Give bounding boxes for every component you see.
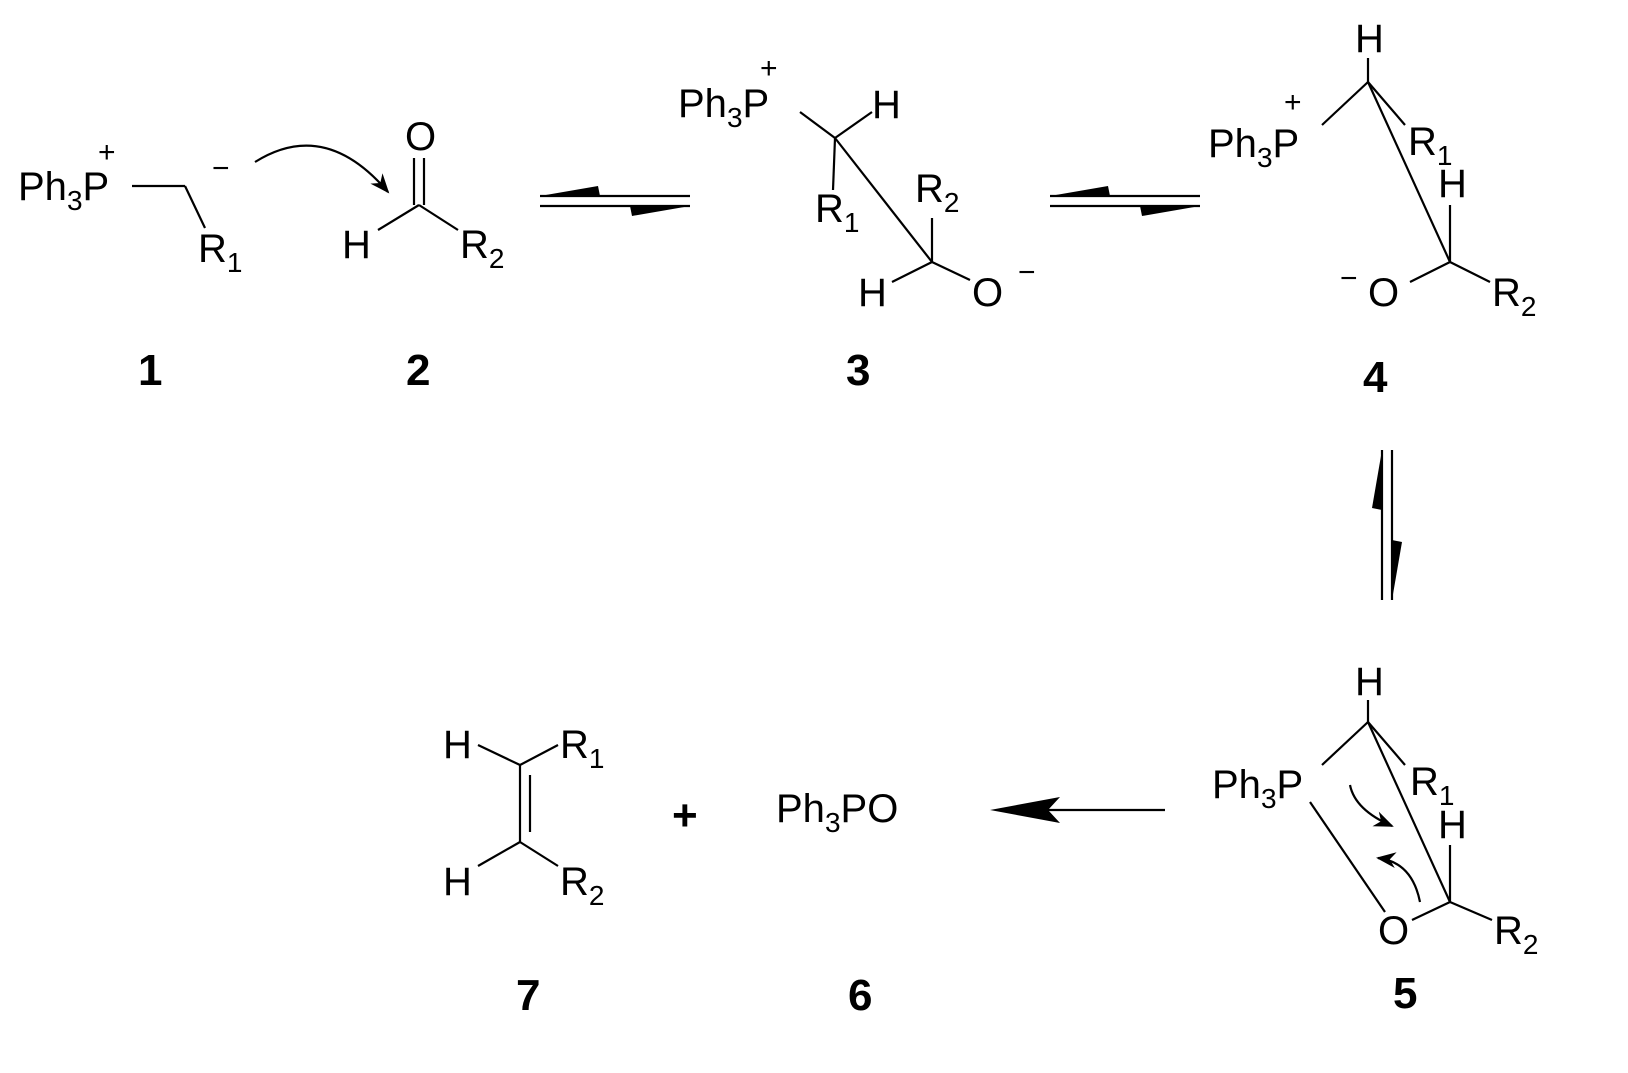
reaction-arrow-icon <box>990 797 1165 823</box>
compound-label-6: 6 <box>848 971 872 1020</box>
r1-group: R1 <box>198 227 242 278</box>
compound-2-aldehyde: O H R2 2 <box>342 115 504 395</box>
negative-charge: − <box>1340 262 1358 295</box>
compound-6-triphenylphosphine-oxide: Ph3PO 6 <box>776 787 898 1020</box>
negative-charge: − <box>1018 256 1036 289</box>
compound-label-4: 4 <box>1363 353 1388 402</box>
compound-3-betaine: Ph3P + H R1 R2 H O − 3 <box>678 52 1036 395</box>
r1-group: R1 <box>560 723 604 774</box>
compound-label-7: 7 <box>516 971 540 1020</box>
ph3p-text: Ph3P <box>18 165 109 216</box>
compound-7-alkene: H R1 H R2 7 <box>443 723 604 1020</box>
r1-group: R1 <box>1410 760 1454 811</box>
ph3p-text: Ph3P <box>1212 763 1303 814</box>
positive-charge: + <box>760 52 778 85</box>
oxygen-atom: O <box>1368 271 1399 315</box>
hydrogen-atom: H <box>1355 660 1384 704</box>
r1-group: R1 <box>1408 120 1452 171</box>
r2-group: R2 <box>915 167 959 218</box>
equilibrium-arrow-icon <box>1372 450 1402 600</box>
hydrogen-atom: H <box>342 223 371 267</box>
hydrogen-atom: H <box>872 83 901 127</box>
r2-group: R2 <box>560 860 604 911</box>
equilibrium-arrow-icon <box>540 186 690 216</box>
compound-1-ylide: Ph3P + − R1 1 <box>18 136 242 395</box>
compound-label-1: 1 <box>138 346 162 395</box>
ph3po-text: Ph3PO <box>776 787 898 838</box>
r2-group: R2 <box>1492 271 1536 322</box>
hydrogen-atom: H <box>1438 803 1467 847</box>
hydrogen-atom: H <box>858 271 887 315</box>
positive-charge: + <box>98 136 116 169</box>
curved-arrow-icon <box>254 144 390 194</box>
positive-charge: + <box>1284 86 1302 119</box>
compound-label-3: 3 <box>846 346 870 395</box>
hydrogen-atom: H <box>443 723 472 767</box>
compound-label-2: 2 <box>406 346 430 395</box>
hydrogen-atom: H <box>1355 17 1384 61</box>
ph3p-text: Ph3P <box>678 82 769 133</box>
ph3p-text: Ph3P <box>1208 122 1299 173</box>
hydrogen-atom: H <box>1438 162 1467 206</box>
oxygen-atom: O <box>1378 909 1409 953</box>
r2-group: R2 <box>460 223 504 274</box>
equilibrium-arrow-icon <box>1050 186 1200 216</box>
compound-label-5: 5 <box>1393 969 1417 1018</box>
r1-group: R1 <box>815 187 859 238</box>
r2-group: R2 <box>1494 909 1538 960</box>
hydrogen-atom: H <box>443 860 472 904</box>
negative-charge: − <box>212 152 230 185</box>
curved-arrow-icon <box>1348 784 1394 828</box>
compound-4-betaine-rotamer: H Ph3P + R1 H − O R2 4 <box>1208 17 1536 402</box>
oxygen-atom: O <box>972 271 1003 315</box>
compound-5-oxaphosphetane: H Ph3P R1 H O R2 5 <box>1212 660 1538 1018</box>
plus-sign: + <box>672 791 698 840</box>
oxygen-atom: O <box>405 115 436 159</box>
curved-arrow-icon <box>1376 852 1422 903</box>
